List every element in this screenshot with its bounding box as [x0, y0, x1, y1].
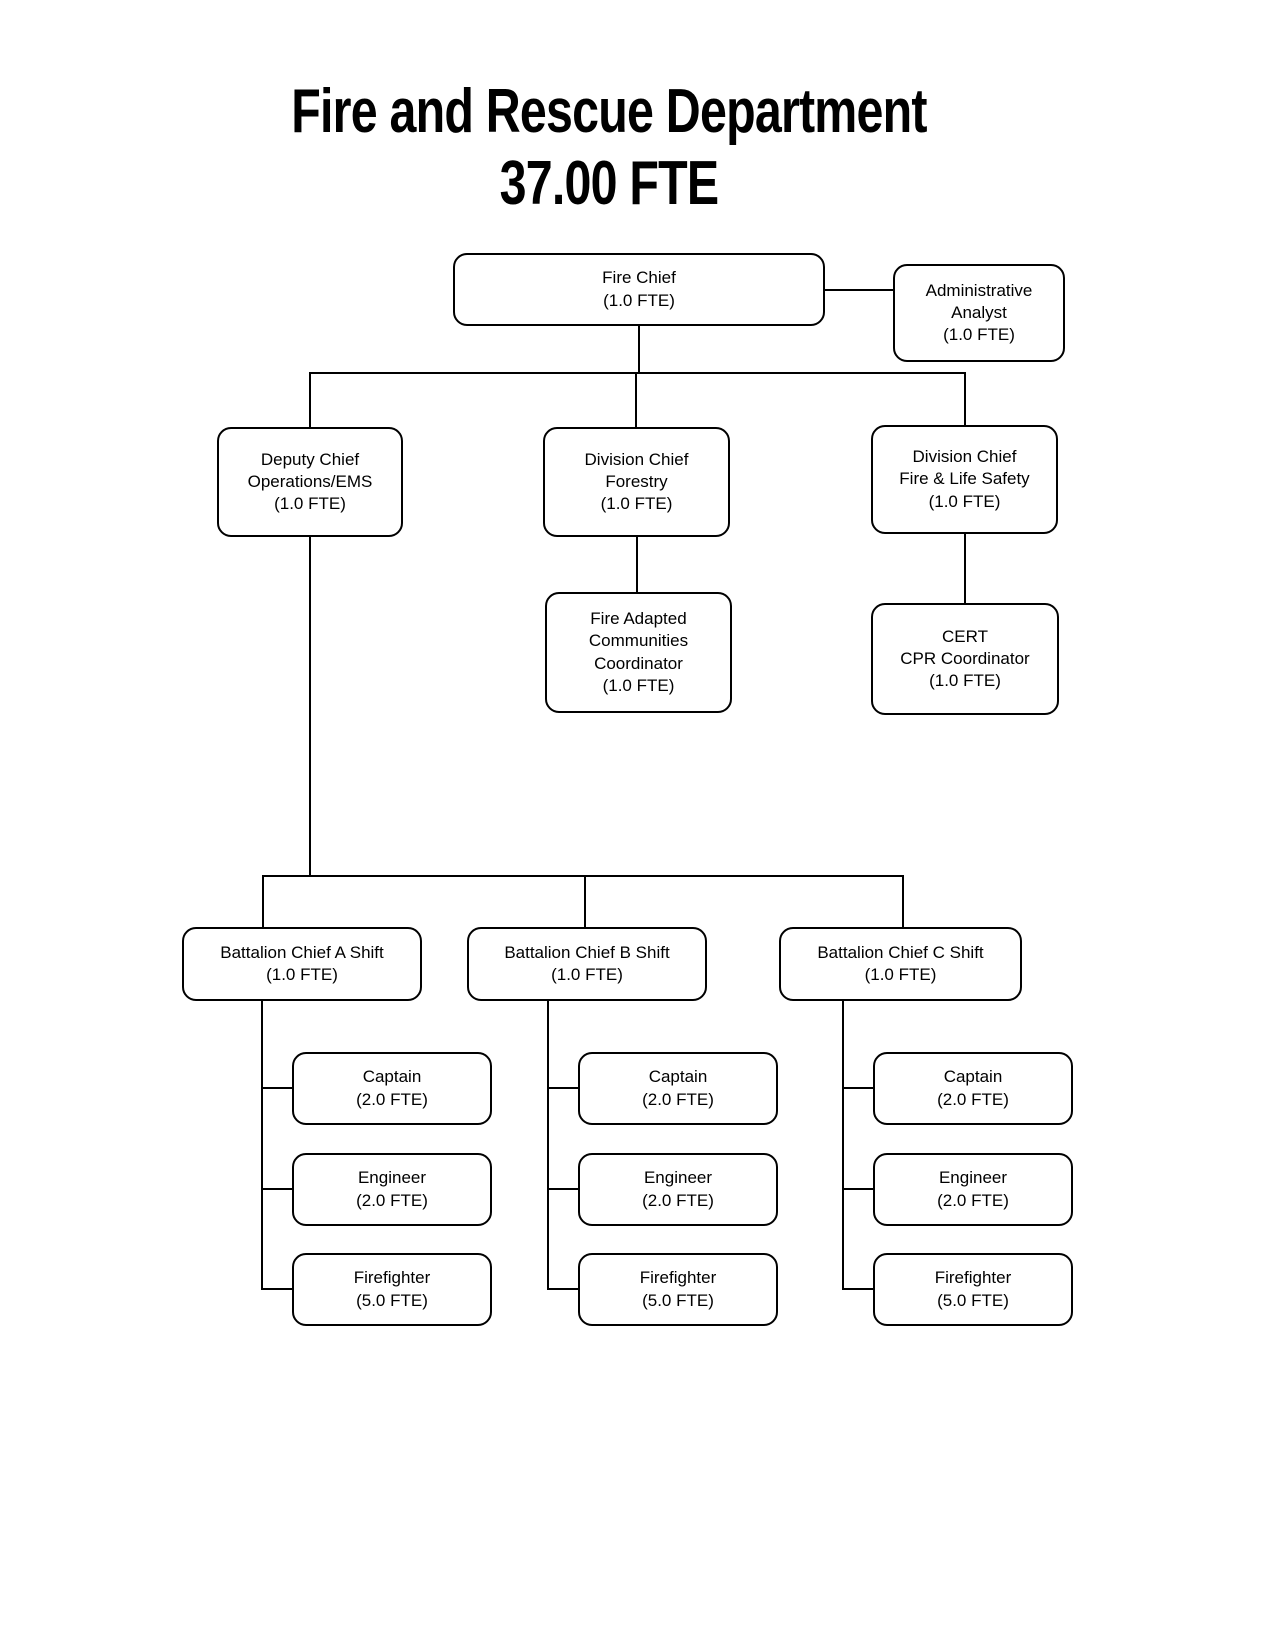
- connector-column-a: [261, 1000, 293, 1290]
- node-engineer-b-shift: Engineer (2.0 FTE): [578, 1153, 778, 1226]
- node-fte: (1.0 FTE): [600, 494, 673, 514]
- node-title: Firefighter: [934, 1268, 1012, 1288]
- node-fte: (1.0 FTE): [943, 325, 1015, 345]
- node-title: Captain: [943, 1067, 1003, 1087]
- node-title: Administrative Analyst: [925, 280, 1033, 322]
- node-title: Engineer: [357, 1168, 427, 1188]
- node-title: Captain: [362, 1067, 422, 1087]
- node-engineer-c-shift: Engineer (2.0 FTE): [873, 1153, 1073, 1226]
- node-cert-cpr-coordinator: CERT CPR Coordinator (1.0 FTE): [871, 603, 1059, 715]
- node-fte: (1.0 FTE): [274, 494, 346, 514]
- node-fte: (5.0 FTE): [937, 1290, 1009, 1310]
- node-fte: (1.0 FTE): [864, 965, 937, 984]
- node-title: Firefighter: [353, 1268, 431, 1288]
- node-fte: (1.0 FTE): [928, 491, 1001, 511]
- node-fte: (1.0 FTE): [602, 675, 675, 695]
- node-fte: (1.0 FTE): [266, 965, 338, 984]
- node-fte: (2.0 FTE): [642, 1190, 714, 1210]
- node-fte: (2.0 FTE): [642, 1089, 714, 1109]
- node-fte: (1.0 FTE): [551, 965, 623, 984]
- page-title-line1: Fire and Rescue Department: [291, 77, 927, 146]
- node-battalion-chief-b-shift: Battalion Chief B Shift (1.0 FTE): [467, 927, 707, 1001]
- node-firefighter-a-shift: Firefighter (5.0 FTE): [292, 1253, 492, 1326]
- node-title: Battalion Chief B Shift: [504, 942, 670, 962]
- node-division-chief-fire-life-safety: Division Chief Fire & Life Safety (1.0 F…: [871, 425, 1058, 534]
- node-fte: (2.0 FTE): [937, 1089, 1009, 1109]
- node-fte: (5.0 FTE): [642, 1290, 714, 1310]
- node-battalion-chief-c-shift: Battalion Chief C Shift (1.0 FTE): [779, 927, 1022, 1001]
- node-firefighter-b-shift: Firefighter (5.0 FTE): [578, 1253, 778, 1326]
- node-fte: (1.0 FTE): [603, 290, 675, 310]
- node-title: Deputy Chief Operations/EMS: [247, 449, 373, 491]
- node-captain-c-shift: Captain (2.0 FTE): [873, 1052, 1073, 1125]
- node-fte: (5.0 FTE): [356, 1290, 428, 1310]
- node-title: Captain: [648, 1067, 708, 1087]
- node-title: Division Chief Forestry: [584, 449, 689, 491]
- node-title: Firefighter: [639, 1268, 717, 1288]
- page-title-line2: 37.00 FTE: [499, 148, 720, 218]
- node-fire-adapted-communities-coordinator: Fire Adapted Communities Coordinator (1.…: [545, 592, 732, 713]
- node-title: Battalion Chief C Shift: [817, 942, 984, 962]
- page-title: Fire and Rescue Department 37.00 FTE: [291, 76, 927, 220]
- node-administrative-analyst: Administrative Analyst (1.0 FTE): [893, 264, 1065, 362]
- node-title: Battalion Chief A Shift: [220, 942, 384, 962]
- node-fte: (2.0 FTE): [356, 1089, 428, 1109]
- node-title: Fire Chief: [602, 268, 676, 288]
- node-captain-b-shift: Captain (2.0 FTE): [578, 1052, 778, 1125]
- node-firefighter-c-shift: Firefighter (5.0 FTE): [873, 1253, 1073, 1326]
- node-division-chief-forestry: Division Chief Forestry (1.0 FTE): [543, 427, 730, 537]
- node-fte: (1.0 FTE): [929, 671, 1001, 691]
- node-captain-a-shift: Captain (2.0 FTE): [292, 1052, 492, 1125]
- connector-column-c: [842, 1000, 874, 1290]
- node-fte: (2.0 FTE): [937, 1190, 1009, 1210]
- node-fte: (2.0 FTE): [356, 1190, 428, 1210]
- node-title: Fire Adapted Communities Coordinator: [588, 609, 689, 673]
- node-engineer-a-shift: Engineer (2.0 FTE): [292, 1153, 492, 1226]
- node-title: CERT CPR Coordinator: [900, 626, 1030, 668]
- node-deputy-chief-operations-ems: Deputy Chief Operations/EMS (1.0 FTE): [217, 427, 403, 537]
- node-title: Engineer: [938, 1168, 1008, 1188]
- connector-column-b: [547, 1000, 579, 1290]
- node-title: Division Chief Fire & Life Safety: [899, 447, 1030, 489]
- node-fire-chief: Fire Chief (1.0 FTE): [453, 253, 825, 326]
- node-battalion-chief-a-shift: Battalion Chief A Shift (1.0 FTE): [182, 927, 422, 1001]
- node-title: Engineer: [643, 1168, 713, 1188]
